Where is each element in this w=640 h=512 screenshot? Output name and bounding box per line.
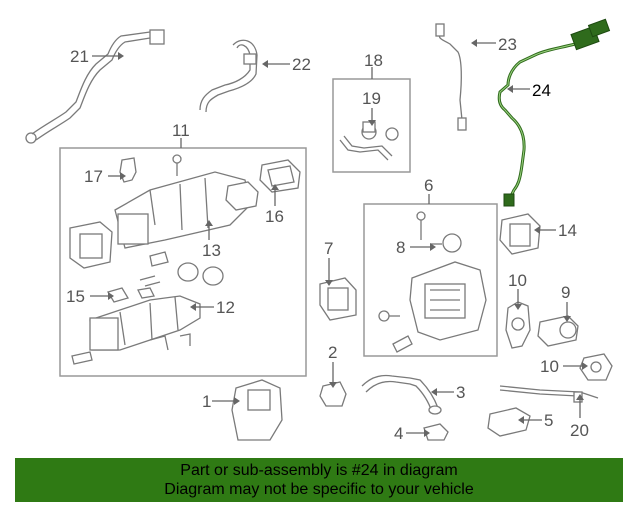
callout-18: 18 [364, 51, 383, 70]
part-6-bolt-small[interactable] [378, 310, 400, 322]
part-6-bolt[interactable] [416, 211, 426, 240]
callout-20: 20 [570, 421, 589, 440]
callout-1: 1 [202, 392, 211, 411]
part-1-valve[interactable] [231, 379, 283, 441]
part-11-bolt[interactable] [172, 154, 182, 176]
callout-24: 24 [532, 81, 551, 100]
part-16-gasket[interactable] [225, 159, 301, 211]
part-5-bracket[interactable] [487, 407, 531, 437]
callout-3: 3 [456, 383, 465, 402]
callout-4: 4 [394, 424, 403, 443]
part-10-gasket-upper[interactable] [505, 301, 531, 349]
callout-17: 17 [84, 167, 103, 186]
callout-7: 7 [324, 239, 333, 258]
part-8-actuator[interactable] [430, 233, 462, 253]
callout-23: 23 [498, 35, 517, 54]
part-13-cooler[interactable] [114, 171, 251, 249]
group-box-11 [59, 147, 307, 377]
part-12-cooler[interactable] [89, 295, 201, 351]
part-15-clip[interactable] [107, 287, 155, 303]
callout-8: 8 [396, 238, 405, 257]
part-24-highlighted-sensor[interactable] [497, 18, 611, 207]
part-6-valve-body[interactable] [409, 261, 487, 341]
part-11-seals[interactable] [139, 251, 224, 287]
callout-11: 11 [172, 121, 190, 140]
part-4-gasket[interactable] [423, 423, 449, 441]
callout-13: 13 [202, 241, 221, 260]
part-6-tube[interactable] [392, 335, 413, 353]
group-box-6 [363, 203, 498, 357]
callout-19: 19 [362, 89, 381, 108]
part-10-gasket-lower[interactable] [579, 353, 613, 381]
callout-22: 22 [292, 55, 311, 74]
callout-5: 5 [544, 411, 553, 430]
callout-15: 15 [66, 287, 85, 306]
part-7-gasket[interactable] [319, 277, 357, 321]
callout-12: 12 [216, 298, 235, 317]
part-22-hose[interactable] [199, 39, 258, 113]
callout-9: 9 [561, 283, 570, 302]
part-23-sensor[interactable] [435, 23, 467, 131]
callout-10-lower: 10 [540, 357, 559, 376]
part-14-gasket[interactable] [499, 213, 541, 255]
part-9-sensor[interactable] [537, 315, 579, 347]
part-11-gasket-left[interactable] [69, 221, 113, 269]
info-banner: Part or sub-assembly is #24 in diagram D… [15, 458, 623, 502]
part-3-pipe[interactable] [361, 374, 442, 415]
callout-21: 21 [70, 47, 89, 66]
part-2-gasket[interactable] [319, 381, 347, 407]
callout-10-upper: 10 [508, 271, 527, 290]
banner-line-2: Diagram may not be specific to your vehi… [164, 481, 474, 498]
callout-6: 6 [424, 176, 433, 195]
banner-line-1: Part or sub-assembly is #24 in diagram [180, 462, 458, 479]
callout-16: 16 [265, 207, 284, 226]
callout-14: 14 [558, 221, 577, 240]
callout-2: 2 [328, 343, 337, 362]
part-19-fitting[interactable] [339, 121, 399, 161]
part-21-hose[interactable] [25, 29, 165, 144]
part-11-pipes[interactable] [71, 333, 191, 365]
